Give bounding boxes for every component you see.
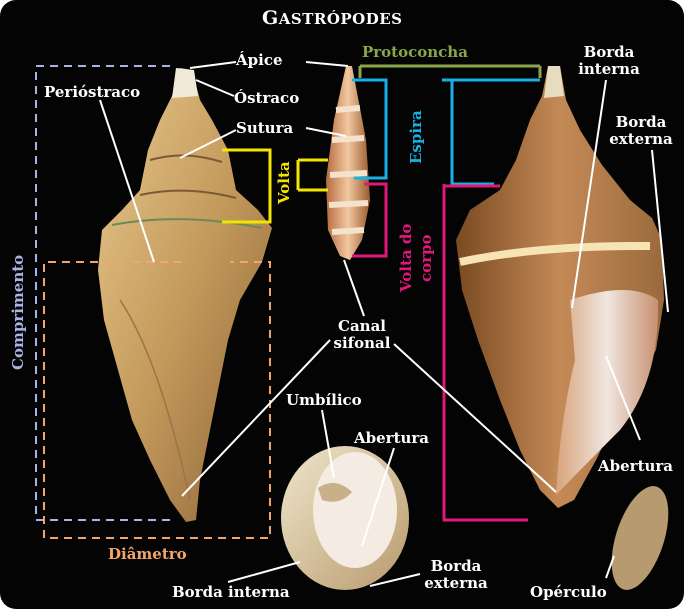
label-borda-externa-top: Borda externa <box>604 114 678 148</box>
label-corpo: corpo <box>418 234 435 282</box>
label-borda-interna-top-line2: interna <box>574 61 644 78</box>
label-borda-externa-bottom-line1: Borda <box>420 558 492 575</box>
label-borda-interna-top-line1: Borda <box>574 44 644 61</box>
snail-shell-illustration <box>281 446 409 590</box>
tall-shell-illustration <box>326 66 370 260</box>
label-protoconcha: Protoconcha <box>362 44 468 61</box>
label-comprimento: Comprimento <box>10 255 27 370</box>
label-borda-externa-bottom: Borda externa <box>420 558 492 592</box>
page-title: GASTRÓPODES <box>262 10 403 28</box>
label-borda-interna-bottom: Borda interna <box>172 584 290 601</box>
label-abertura-small: Abertura <box>354 430 429 447</box>
operculum-illustration <box>600 479 679 597</box>
label-abertura-large: Abertura <box>598 458 673 475</box>
label-volta-do: Volta do <box>398 224 415 292</box>
label-borda-externa-top-line1: Borda <box>604 114 678 131</box>
label-espira: Espira <box>408 110 425 164</box>
label-apice: Ápice <box>236 52 283 69</box>
label-sifonal: sifonal <box>326 335 398 352</box>
label-borda-externa-top-line2: externa <box>604 131 678 148</box>
label-borda-externa-bottom-line2: externa <box>420 575 492 592</box>
label-operculo: Opérculo <box>530 584 607 601</box>
label-periostraco: Perióstraco <box>44 84 140 101</box>
label-diametro: Diâmetro <box>108 546 187 563</box>
label-volta: Volta <box>276 161 293 204</box>
label-canal-sifonal: Canal sifonal <box>326 318 398 352</box>
label-ostraco: Óstraco <box>234 90 299 107</box>
label-sutura: Sutura <box>236 120 293 137</box>
label-canal: Canal <box>326 318 398 335</box>
label-borda-interna-top: Borda interna <box>574 44 644 78</box>
label-umbilico: Umbílico <box>286 392 362 409</box>
